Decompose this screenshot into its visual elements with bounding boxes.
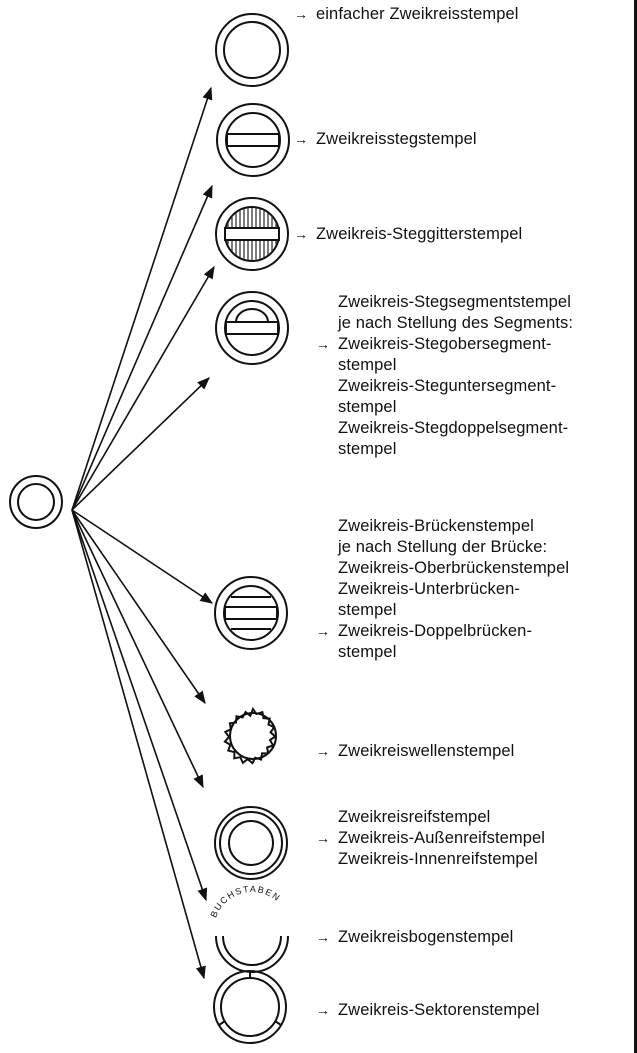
arrow-steggitter xyxy=(71,265,215,511)
label-bruecke-title: Zweikreis-Brückenstempel xyxy=(338,517,534,535)
label-stegdoppel-2: stempel xyxy=(338,440,397,458)
label-aussenreif: Zweikreis-Außenreifstempel xyxy=(316,828,545,849)
label-stegobersegment-2: stempel xyxy=(338,356,397,374)
label-wellen-text: Zweikreiswellenstempel xyxy=(316,741,514,762)
root-stamp-icon xyxy=(9,475,63,529)
reif-stamp-icon xyxy=(214,806,288,880)
bogen-stamp-lettering: BUCHSTABEN xyxy=(208,884,282,919)
label-bruecke-group: Zweikreis-Brückenstempel je nach Stellun… xyxy=(338,516,569,663)
steg-stamp-icon xyxy=(216,103,290,177)
label-stegunter-2: stempel xyxy=(338,398,397,416)
stegsegment-stamp-icon xyxy=(215,291,289,365)
arrow-reif xyxy=(71,509,204,789)
label-bogen-text: Zweikreisbogenstempel xyxy=(316,927,513,948)
label-unterbruecke-1: Zweikreis-Unterbrücken- xyxy=(338,580,521,598)
label-steggitter-text: Zweikreis-Steggitterstempel xyxy=(294,224,522,245)
wellen-stamp-icon xyxy=(223,706,277,765)
label-reif: Zweikreisreifstempel xyxy=(338,808,491,826)
label-einfach-text: einfacher Zweikreisstempel xyxy=(294,4,519,25)
label-steg-text: Zweikreisstegstempel xyxy=(294,129,477,150)
arrow-wellen xyxy=(71,509,206,705)
arrow-bruecke xyxy=(71,509,214,604)
arrow-sektoren xyxy=(71,509,206,980)
arrows xyxy=(71,86,215,980)
label-stegunter-1: Zweikreis-Steguntersegment- xyxy=(338,377,557,395)
bogen-stamp-icon xyxy=(215,935,289,973)
einfach-stamp-icon xyxy=(215,13,289,87)
label-oberbruecke: Zweikreis-Oberbrückenstempel xyxy=(338,559,570,577)
label-bogen: Zweikreisbogenstempel xyxy=(338,927,513,948)
label-reif-group: Zweikreisreifstempel Zweikreis-Außenreif… xyxy=(338,807,545,870)
steggitter-stamp-icon xyxy=(215,197,289,271)
label-sektoren: Zweikreis-Sektorenstempel xyxy=(338,1000,539,1021)
sektoren-stamp-icon xyxy=(213,970,287,1044)
arrow-stegsegment xyxy=(71,377,210,511)
arrow-bogen xyxy=(71,509,208,902)
label-stegsegment-title: Zweikreis-Stegsegmentstempel xyxy=(338,293,571,311)
label-stegdoppel-1: Zweikreis-Stegdoppelsegment- xyxy=(338,419,569,437)
label-stegsegment-sub: je nach Stellung des Segments: xyxy=(338,314,574,332)
label-doppelbruecke-2: stempel xyxy=(338,643,397,661)
label-stegsegment-group: Zweikreis-Stegsegmentstempel je nach Ste… xyxy=(338,292,573,460)
label-bruecke-sub: je nach Stellung der Brücke: xyxy=(338,538,548,556)
label-innenreif: Zweikreis-Innenreifstempel xyxy=(338,850,538,868)
label-steg: Zweikreisstegstempel xyxy=(316,129,477,150)
arrow-steg xyxy=(71,184,213,511)
bruecke-stamp-icon xyxy=(214,576,288,650)
label-unterbruecke-2: stempel xyxy=(338,601,397,619)
label-stegobersegment-1: Zweikreis-Stegobersegment- xyxy=(316,334,573,355)
right-border-line xyxy=(634,0,637,1053)
label-wellen: Zweikreiswellenstempel xyxy=(338,741,514,762)
arrow-einfach xyxy=(71,86,213,511)
label-einfach: einfacher Zweikreisstempel xyxy=(316,4,519,25)
label-steggitter: Zweikreis-Steggitterstempel xyxy=(316,224,522,245)
label-sektoren-text: Zweikreis-Sektorenstempel xyxy=(316,1000,539,1021)
label-doppelbruecke-1: Zweikreis-Doppelbrücken- xyxy=(316,621,569,642)
